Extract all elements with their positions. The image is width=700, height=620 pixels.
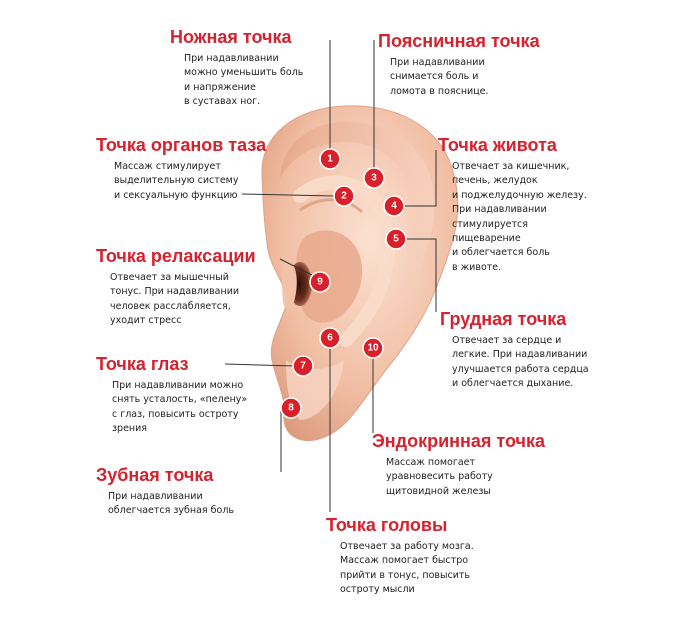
point-number-2: 2 bbox=[341, 191, 347, 202]
point-marker-4: 4 bbox=[383, 195, 405, 217]
label-dental-point: Зубная точка При надавливании облегчаетс… bbox=[96, 465, 234, 519]
label-text: При надавливании облегчается зубная боль bbox=[108, 490, 234, 517]
label-title: Ножная точка bbox=[170, 27, 292, 47]
point-marker-5: 5 bbox=[385, 228, 407, 250]
point-number-5: 5 bbox=[393, 234, 399, 245]
ear-illustration bbox=[261, 105, 459, 442]
label-title: Точка органов таза bbox=[96, 135, 267, 155]
antihelix-ridge bbox=[293, 175, 396, 347]
point-marker-1: 1 bbox=[319, 148, 341, 170]
label-relaxation-point: Точка релаксации Отвечает за мышечный то… bbox=[96, 246, 256, 329]
point-marker-8: 8 bbox=[280, 397, 302, 419]
leader-line-2 bbox=[241, 193, 335, 197]
point-marker-3: 3 bbox=[363, 167, 385, 189]
label-chest-point: Грудная точка Отвечает за сердце и легки… bbox=[440, 309, 589, 392]
label-title: Точка глаз bbox=[96, 354, 189, 374]
label-foot-point: Ножная точка При надавливании можно умен… bbox=[170, 27, 304, 110]
point-marker-7: 7 bbox=[292, 355, 314, 377]
label-title: Точка релаксации bbox=[96, 246, 256, 266]
label-text: При надавливании можно снять усталость, … bbox=[112, 379, 248, 435]
label-stomach-point: Точка живота Отвечает за кишечник, печен… bbox=[438, 135, 587, 275]
point-number-10: 10 bbox=[367, 343, 379, 354]
label-title: Зубная точка bbox=[96, 465, 214, 485]
helix-fold bbox=[280, 121, 435, 273]
label-title: Точка головы bbox=[326, 515, 448, 535]
point-marker-10: 10 bbox=[362, 337, 384, 359]
point-number-3: 3 bbox=[371, 173, 377, 184]
label-text: Отвечает за кишечник, печень, желудок и … bbox=[452, 160, 587, 273]
label-text: При надавливании можно уменьшить боль и … bbox=[184, 52, 304, 108]
label-endocrine-point: Эндокринная точка Массаж помогает уравно… bbox=[372, 431, 546, 499]
point-number-7: 7 bbox=[300, 361, 306, 372]
label-head-point: Точка головы Отвечает за работу мозга. М… bbox=[326, 515, 474, 598]
point-markers: 1 3 2 4 9 5 7 10 8 6 bbox=[280, 148, 407, 419]
label-text: Отвечает за работу мозга. Массаж помогае… bbox=[340, 540, 474, 596]
label-title: Эндокринная точка bbox=[372, 431, 546, 451]
point-number-1: 1 bbox=[327, 154, 333, 165]
leader-line-7 bbox=[224, 363, 297, 367]
label-title: Точка живота bbox=[438, 135, 557, 155]
leader-lines bbox=[224, 40, 437, 512]
label-text: Массаж стимулирует выделительную систему… bbox=[114, 160, 239, 201]
label-text: При надавливании снимается боль и ломота… bbox=[390, 56, 489, 97]
point-number-6: 6 bbox=[327, 333, 333, 344]
label-text: Отвечает за мышечный тонус. При надавлив… bbox=[110, 271, 240, 327]
point-marker-2: 2 bbox=[333, 185, 355, 207]
point-marker-9: 9 bbox=[309, 271, 331, 293]
label-eyes-point: Точка глаз При надавливании можно снять … bbox=[96, 354, 248, 437]
label-lumbar-point: Поясничная точка При надавливании снимае… bbox=[378, 31, 540, 99]
label-pelvic-point: Точка органов таза Массаж стимулирует вы… bbox=[96, 135, 267, 203]
point-number-8: 8 bbox=[288, 403, 294, 414]
point-number-9: 9 bbox=[317, 277, 323, 288]
leader-line-5 bbox=[406, 238, 437, 312]
leader-line-9 bbox=[279, 258, 315, 277]
tragus bbox=[281, 256, 297, 310]
label-title: Поясничная точка bbox=[378, 31, 540, 51]
antihelix-shadow bbox=[299, 198, 364, 214]
point-number-4: 4 bbox=[391, 201, 397, 212]
leader-line-4 bbox=[404, 150, 437, 207]
label-text: Массаж помогает уравновесить работу щито… bbox=[386, 456, 493, 497]
label-title: Грудная точка bbox=[440, 309, 567, 329]
point-marker-6: 6 bbox=[319, 327, 341, 349]
label-text: Отвечает за сердце и легкие. При надавли… bbox=[452, 334, 589, 390]
